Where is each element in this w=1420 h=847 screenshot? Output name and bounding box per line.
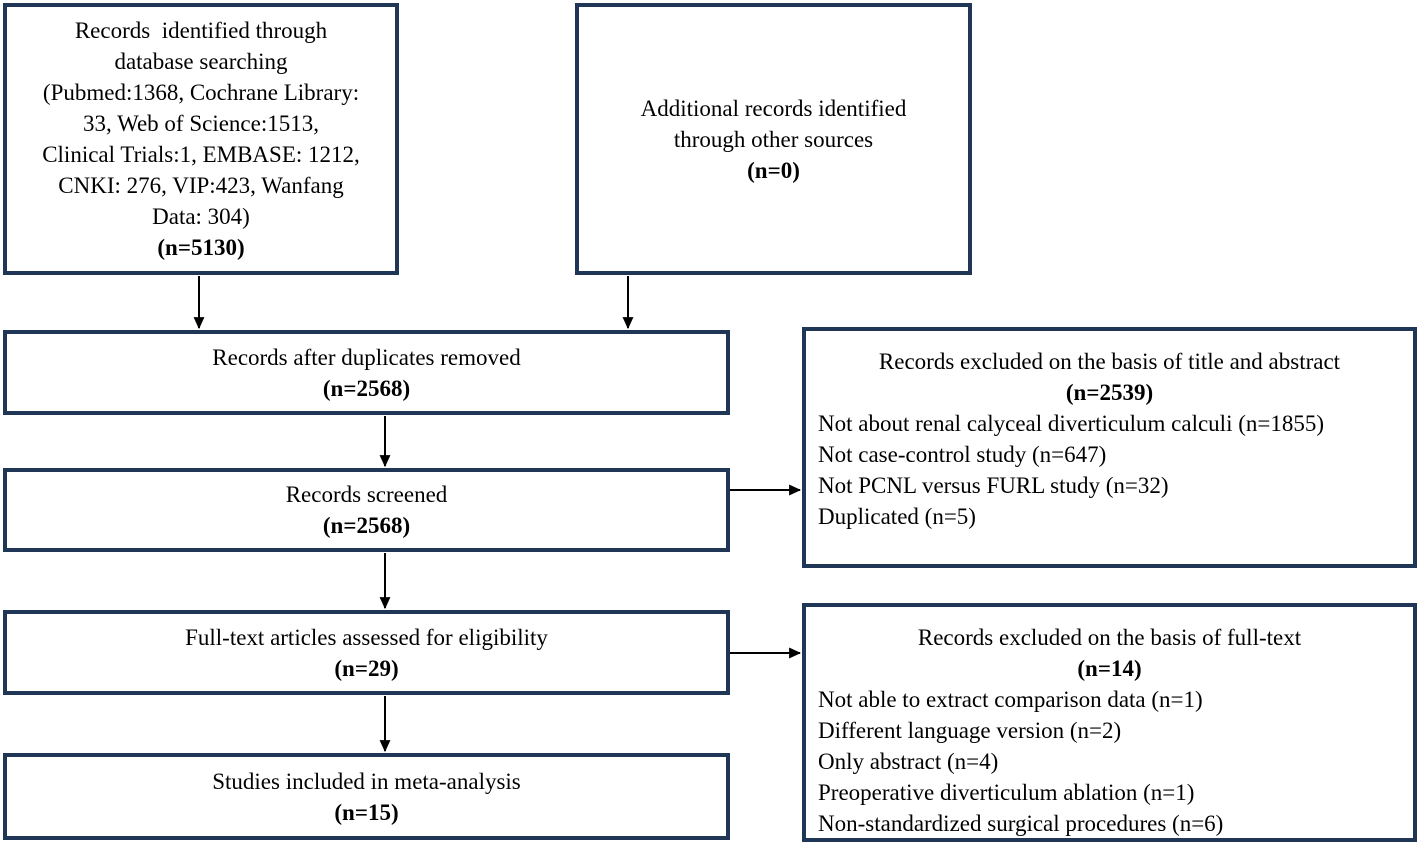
additional-records-text: Additional records identified through ot…	[640, 95, 907, 152]
studies-included-count: (n=15)	[334, 799, 399, 825]
excluded-title-abstract-title: Records excluded on the basis of title a…	[878, 349, 1341, 374]
exclusion-reason: Not case-control study (n=647)	[818, 442, 1107, 467]
box-records-identified: Records identified through database sear…	[3, 3, 399, 275]
box-excluded-fulltext: Records excluded on the basis of full-te…	[802, 603, 1417, 842]
exclusion-reason: Duplicated (n=5)	[818, 504, 976, 529]
records-identified-text: Records identified through database sear…	[42, 18, 360, 229]
box-excluded-title-abstract: Records excluded on the basis of title a…	[802, 327, 1417, 568]
duplicates-removed-count: (n=2568)	[322, 375, 411, 401]
box-records-screened: Records screened (n=2568)	[3, 468, 730, 552]
exclusion-reason: Different language version (n=2)	[818, 718, 1122, 743]
fulltext-assessed-count: (n=29)	[334, 655, 399, 681]
excluded-title-abstract-count: (n=2539)	[1065, 380, 1154, 405]
records-screened-count: (n=2568)	[322, 513, 411, 538]
fulltext-assessed-text: Full-text articles assessed for eligibil…	[185, 624, 548, 650]
box-fulltext-assessed: Full-text articles assessed for eligibil…	[3, 610, 730, 695]
exclusion-reason: Preoperative diverticulum ablation (n=1)	[818, 780, 1195, 805]
records-identified-count: (n=5130)	[157, 235, 245, 260]
box-studies-included: Studies included in meta-analysis (n=15)	[3, 753, 730, 840]
studies-included-text: Studies included in meta-analysis	[212, 768, 521, 794]
box-additional-records: Additional records identified through ot…	[575, 3, 972, 275]
excluded-fulltext-title: Records excluded on the basis of full-te…	[917, 625, 1302, 650]
duplicates-removed-text: Records after duplicates removed	[212, 344, 521, 370]
exclusion-reason: Not PCNL versus FURL study (n=32)	[818, 473, 1169, 498]
box-duplicates-removed: Records after duplicates removed (n=2568…	[3, 330, 730, 415]
additional-records-count: (n=0)	[747, 157, 800, 183]
exclusion-reason: Only abstract (n=4)	[818, 749, 999, 774]
records-screened-text: Records screened	[285, 482, 448, 507]
exclusion-reason: Not about renal calyceal diverticulum ca…	[818, 411, 1324, 436]
exclusion-reason: Non-standardized surgical procedures (n=…	[818, 811, 1224, 836]
exclusion-reason: Not able to extract comparison data (n=1…	[818, 687, 1203, 712]
excluded-fulltext-count: (n=14)	[1077, 656, 1142, 681]
